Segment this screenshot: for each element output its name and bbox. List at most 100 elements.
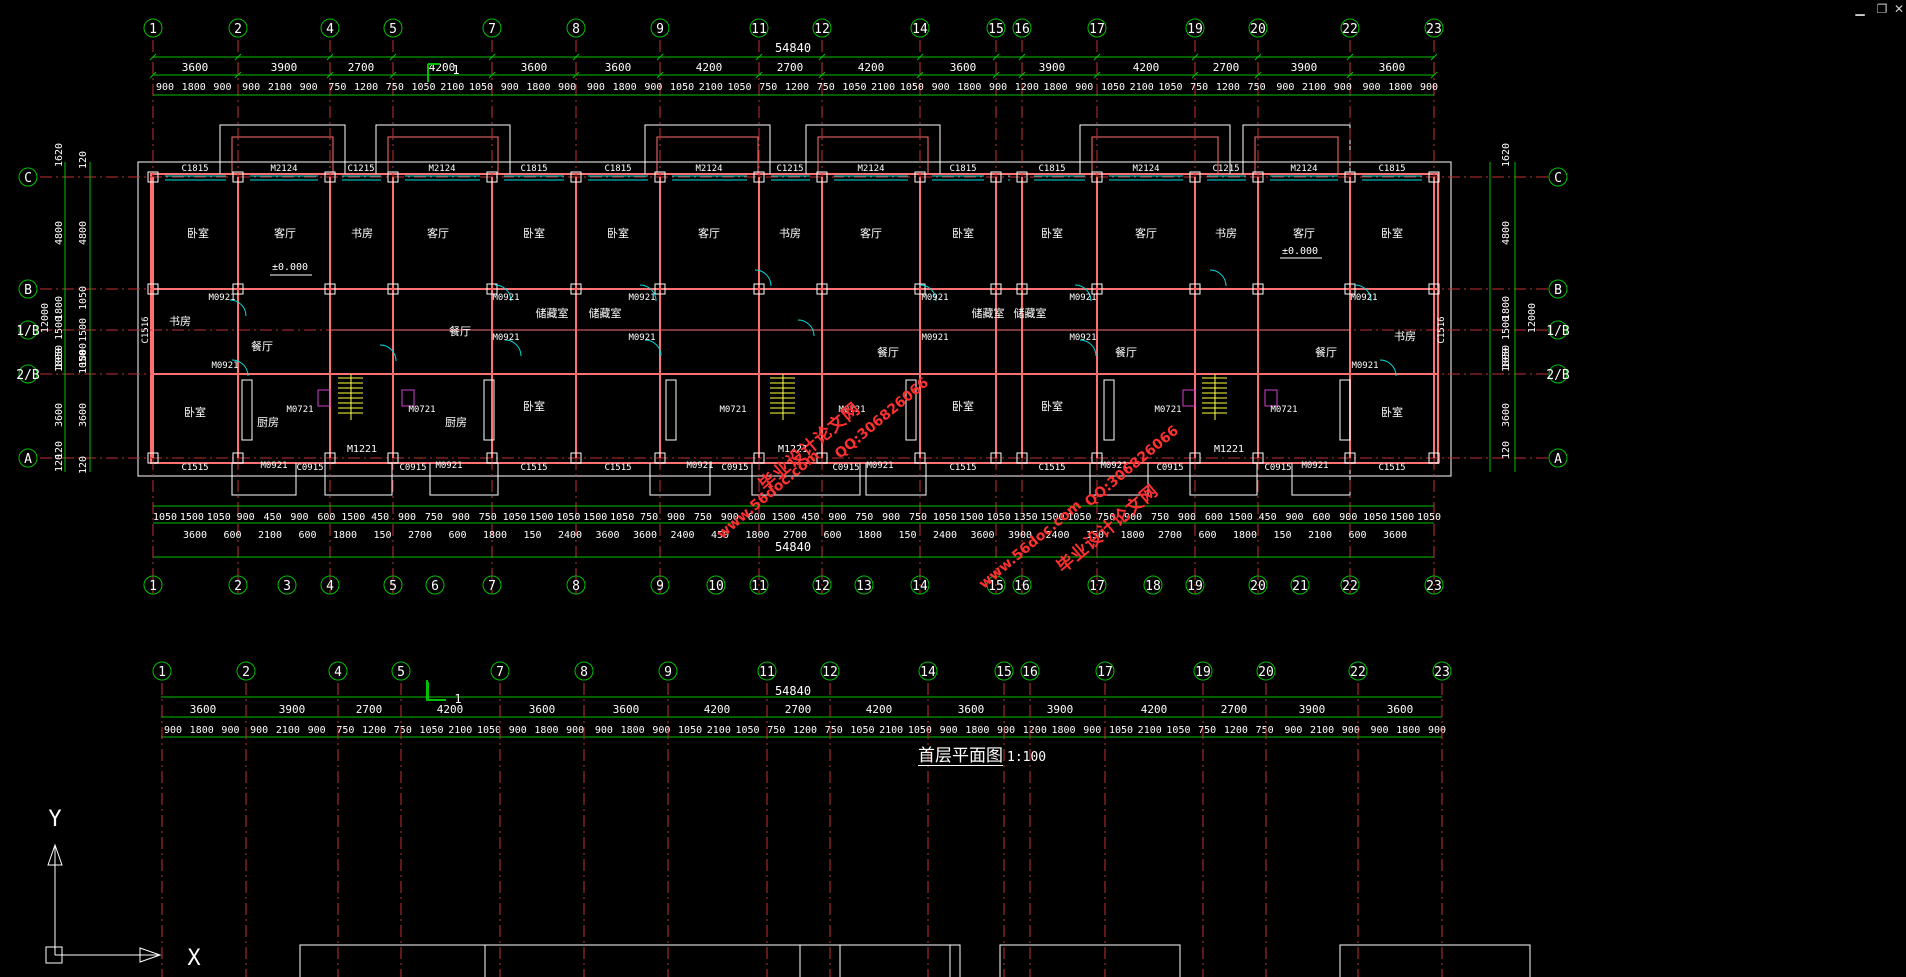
axis-right-0-circle — [1548, 167, 1568, 187]
column-15-1 — [1344, 283, 1356, 295]
axis-second-0-circle — [152, 661, 172, 681]
axis-second-5-label: 8 — [580, 665, 588, 680]
second-open-dim-40: 2100 — [1310, 725, 1334, 736]
second-open-dim-1: 1800 — [190, 725, 214, 736]
second-open-dim-18: 1050 — [678, 725, 702, 736]
column-12-0 — [1091, 171, 1103, 183]
right-dim-5: 1050 — [1501, 345, 1512, 369]
axis-second-14-circle — [1256, 661, 1276, 681]
door-arc-9 — [919, 284, 937, 302]
second-open-dim-28: 1800 — [965, 725, 989, 736]
axis-left-2-label: 1/B — [16, 324, 40, 339]
section-mark-plan-bottom — [426, 680, 446, 701]
left-dim-2: 12000 — [40, 303, 51, 333]
second-open-dim-24: 1050 — [850, 725, 874, 736]
axis-bottom-2-circle — [277, 575, 297, 595]
bay-bottom-4 — [751, 463, 861, 496]
column-14-1 — [1252, 283, 1264, 295]
top-open-dim-25: 2100 — [871, 82, 895, 93]
top-open-dim-44: 900 — [1420, 82, 1438, 93]
window-tag-8: M2124 — [857, 164, 884, 174]
balcony-top-1 — [375, 124, 511, 174]
axis-second-12-circle — [1095, 661, 1115, 681]
top-open-dim-7: 1200 — [354, 82, 378, 93]
top-open-dim-8: 750 — [386, 82, 404, 93]
door-tag-0: M0921 — [208, 293, 235, 303]
axis-second-8-label: 12 — [822, 665, 838, 680]
second-open-dim-31: 1800 — [1051, 725, 1075, 736]
bottom-bay-dim-2: 2100 — [258, 530, 282, 541]
bottom-open-dim-17: 1050 — [610, 512, 634, 523]
balcony-top-inner-2 — [656, 136, 759, 174]
axis-top-13-label: 19 — [1187, 22, 1203, 37]
bottom-bay-dim-3: 600 — [298, 530, 316, 541]
second-open-dim-25: 2100 — [879, 725, 903, 736]
window-tag-3: M2124 — [428, 164, 455, 174]
bottom-bay-dim-18: 1800 — [858, 530, 882, 541]
top-open-dim-13: 1800 — [526, 82, 550, 93]
second-bay-dim-9: 3600 — [958, 703, 985, 716]
bay-bottom-6 — [1089, 463, 1149, 496]
left-dim-6: 1800 — [54, 348, 65, 372]
axis-bottom-20-label: 21 — [1292, 579, 1308, 594]
bottom-open-dim-3: 900 — [237, 512, 255, 523]
bottom-open-dim-32: 1350 — [1014, 512, 1038, 523]
bottom-bay-dim-21: 3600 — [970, 530, 994, 541]
axis-second-6-circle — [658, 661, 678, 681]
window-tag-right: C1516 — [1437, 316, 1447, 343]
room-label-19: 储藏室 — [589, 306, 622, 320]
restore-icon[interactable]: ❐ — [1876, 2, 1888, 16]
axis-second-4-circle — [490, 661, 510, 681]
top-open-dim-34: 2100 — [1130, 82, 1154, 93]
bottom-open-dim-31: 1050 — [987, 512, 1011, 523]
door-tag-b-3: M0721 — [838, 405, 865, 415]
second-bay-dim-1: 3900 — [279, 703, 306, 716]
second-open-dim-7: 1200 — [362, 725, 386, 736]
tick-top-10 — [992, 53, 1000, 61]
column-7-0 — [753, 171, 765, 183]
axis-second-6-label: 9 — [664, 665, 672, 680]
left-dim2-1: 4800 — [78, 221, 89, 245]
minimize-icon[interactable]: ▁ — [1855, 2, 1865, 16]
bottom-bay-dim-11: 3600 — [595, 530, 619, 541]
door-arc-3 — [494, 284, 512, 302]
second-plan-bay-2 — [839, 944, 961, 977]
door-tag-7: M0921 — [628, 333, 655, 343]
second-open-dim-34: 2100 — [1138, 725, 1162, 736]
axis-bottom-19-label: 20 — [1250, 579, 1266, 594]
room-label-5: 卧室 — [607, 226, 629, 240]
tick-top-6 — [656, 53, 664, 61]
axis-second-11-circle — [1020, 661, 1040, 681]
balcony-top-2 — [644, 124, 771, 174]
close-icon[interactable]: ✕ — [1893, 2, 1905, 16]
bottom-open-dim-8: 450 — [371, 512, 389, 523]
axis-top-12-circle — [1087, 18, 1107, 38]
bottom-open-dim-15: 1050 — [556, 512, 580, 523]
tick-top2-16 — [1430, 71, 1438, 79]
bottom-bay-dim-1: 600 — [223, 530, 241, 541]
axis-left-1-label: B — [24, 283, 32, 298]
top-open-dim-2: 900 — [213, 82, 231, 93]
top-bay-dim-9: 3600 — [950, 61, 977, 74]
second-bay-dim-4: 3600 — [529, 703, 556, 716]
column-0-0 — [147, 171, 159, 183]
column-9-0 — [914, 171, 926, 183]
second-bay-dim-7: 2700 — [785, 703, 812, 716]
bottom-open-dim-37: 750 — [1151, 512, 1169, 523]
axis-top-15-circle — [1340, 18, 1360, 38]
balcony-top-inner-0 — [231, 136, 334, 174]
second-open-dim-16: 1800 — [621, 725, 645, 736]
room-label-16: 餐厅 — [251, 339, 273, 353]
left-dim2-6: 3600 — [78, 403, 89, 427]
window-tag-1: M2124 — [270, 164, 297, 174]
axis-bottom-8-circle — [650, 575, 670, 595]
top-bay-dim-6: 4200 — [696, 61, 723, 74]
tick-top2-8 — [818, 71, 826, 79]
axis-second-16-circle — [1432, 661, 1452, 681]
top-open-dim-28: 1800 — [957, 82, 981, 93]
top-bay-dim-11: 4200 — [1133, 61, 1160, 74]
room-label-18: 储藏室 — [536, 306, 569, 320]
top-open-dim-27: 900 — [932, 82, 950, 93]
bottom-open-dim-9: 900 — [398, 512, 416, 523]
